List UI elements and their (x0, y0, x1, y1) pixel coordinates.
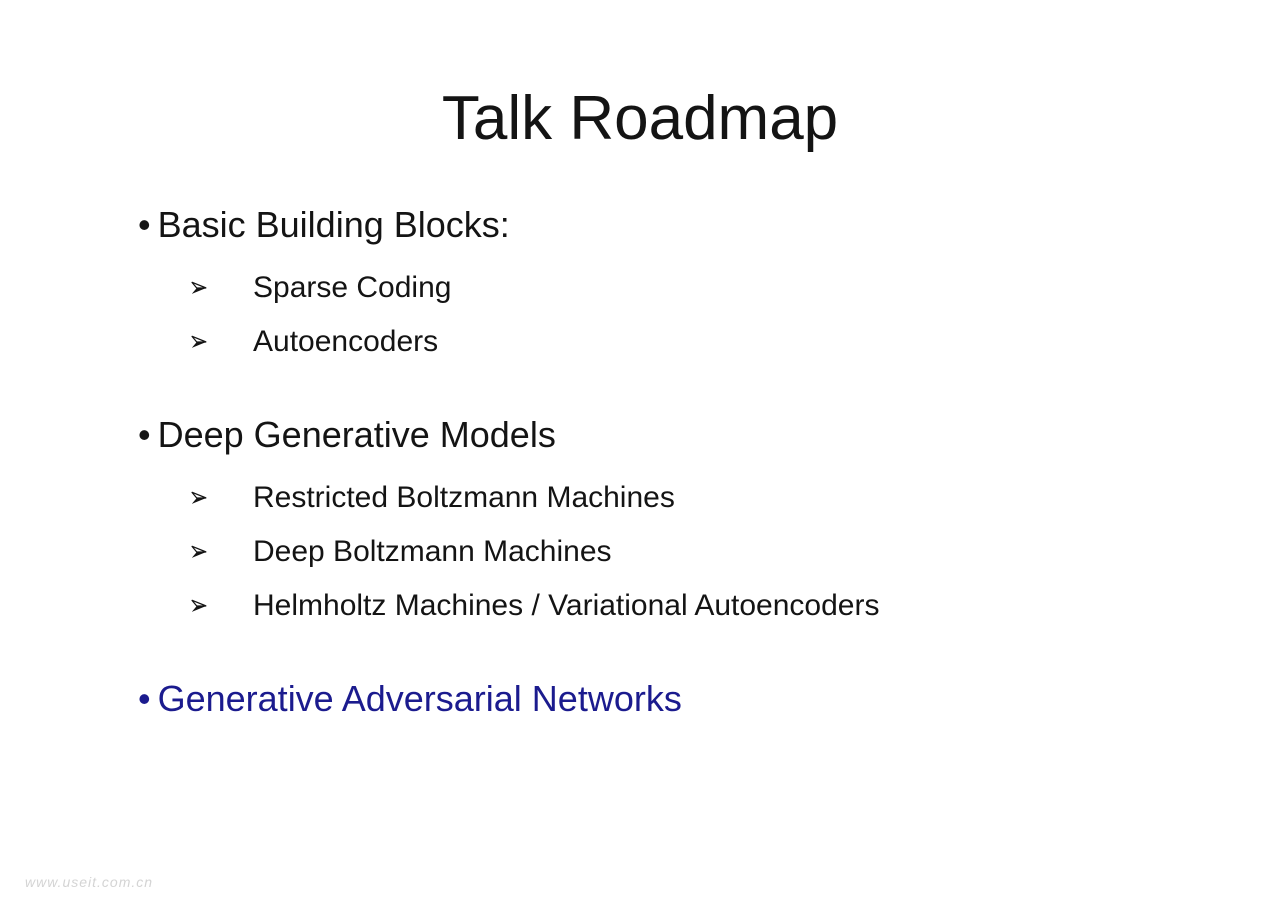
bullet-item-generative-adversarial-networks: • Generative Adversarial Networks (138, 675, 1188, 723)
bullet-item-deep-generative-models: • Deep Generative Models (138, 411, 1188, 459)
bullet-item-basic-building-blocks: • Basic Building Blocks: (138, 201, 1188, 249)
sub-item-deep-boltzmann-machines: Deep Boltzmann Machines (138, 531, 1188, 573)
sub-item-sparse-coding: Sparse Coding (138, 267, 1188, 309)
arrowhead-right-icon (191, 281, 207, 294)
bullet-label: Deep Generative Models (157, 414, 556, 455)
arrowhead-right-icon (191, 599, 207, 612)
bullet-label: Basic Building Blocks: (157, 204, 510, 245)
slide-body: • Basic Building Blocks: Sparse Coding A… (138, 201, 1188, 723)
bullet-dot-icon: • (138, 414, 151, 455)
slide-title: Talk Roadmap (441, 84, 839, 153)
sub-item-label: Restricted Boltzmann Machines (253, 481, 675, 514)
arrowhead-right-icon (191, 491, 207, 504)
sub-item-label: Sparse Coding (253, 271, 452, 304)
arrowhead-right-icon (191, 335, 207, 348)
arrowhead-right-icon (191, 545, 207, 558)
watermark: www.useit.com.cn (25, 874, 154, 890)
sub-item-label: Autoencoders (253, 325, 439, 358)
sub-item-label: Helmholtz Machines / Variational Autoenc… (253, 589, 880, 622)
bullet-dot-icon: • (138, 678, 151, 719)
sub-item-helmholtz-machines-variational-autoencoders: Helmholtz Machines / Variational Autoenc… (138, 585, 1188, 627)
sub-item-label: Deep Boltzmann Machines (253, 535, 612, 568)
sub-item-restricted-boltzmann-machines: Restricted Boltzmann Machines (138, 477, 1188, 519)
bullet-dot-icon: • (138, 204, 151, 245)
sub-item-autoencoders: Autoencoders (138, 321, 1188, 363)
bullet-label: Generative Adversarial Networks (157, 678, 682, 719)
